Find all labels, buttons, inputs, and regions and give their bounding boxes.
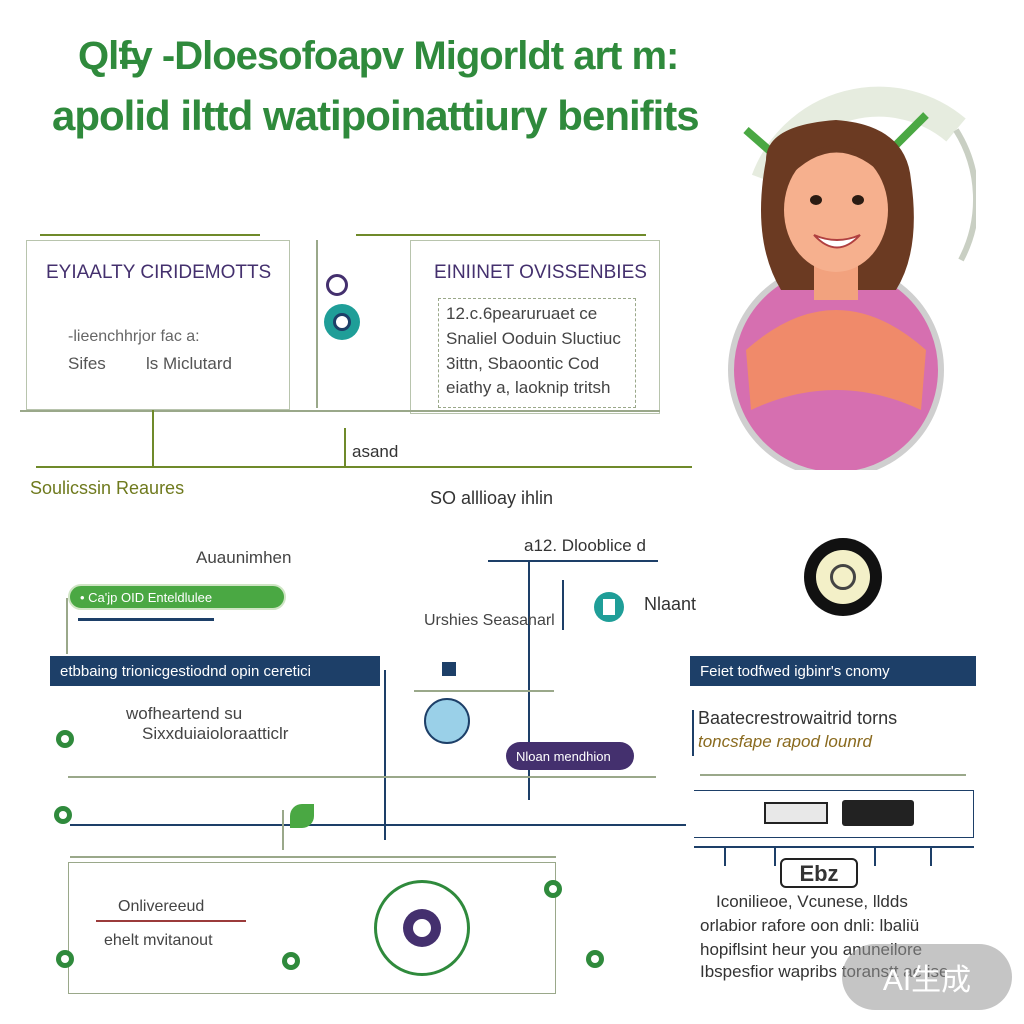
chip-dark-icon (842, 800, 914, 826)
flask-icon (424, 698, 470, 744)
middle-top-label: a12. Dlooblice d (524, 536, 646, 555)
target-icon (804, 538, 882, 616)
category-badge[interactable]: Nloan mendhion (506, 742, 634, 770)
node-dot (282, 952, 300, 970)
panel-right-line-3: 3ittn, Sbaoontic Cod (446, 354, 600, 373)
panel-right-inner (438, 298, 636, 408)
panel-left-line-2a: Sifes (68, 354, 106, 373)
panel-left-line-1: -lieenchhrjor fac a: (68, 328, 200, 345)
leaf-icon (290, 804, 314, 828)
chip-icon (594, 592, 624, 622)
storage-icon (764, 802, 828, 824)
lower-left-box (68, 862, 556, 994)
lower-right-line-1: Baatecrestrowaitrid torns (698, 708, 898, 728)
lower-left-banner: etbbaing trionicgestiodnd opin ceretici (50, 656, 380, 686)
middle-left-mid-label: Urshies Seasanarl (424, 612, 555, 629)
panel-right-line-1: 12.c.6pearuruaet ce (446, 304, 598, 323)
lower-left-line-1: wofheartend su (126, 704, 243, 723)
lower-right-body-1: Iconilieoe, Vcunese, lldds (716, 892, 908, 911)
node-dot (544, 880, 562, 898)
avatar-illustration (706, 70, 980, 478)
middle-left-label: Auaunimhen (196, 548, 292, 567)
node-dot (54, 806, 72, 824)
node-dot (586, 950, 604, 968)
panel-left (26, 240, 290, 410)
panel-left-title: EYIAALTY CIRIDEMOTTS (46, 262, 272, 283)
lower-right-banner: Feiet todfwed igbinr's cnomy (690, 656, 976, 686)
node-dot (56, 730, 74, 748)
status-pill[interactable]: • Ca'jp OID Enteldlulee (68, 584, 286, 610)
panel-right-line-4: eiathy a, laoknip tritsh (446, 378, 611, 397)
lower-left-line-2: Sixxduiaioloraatticlr (142, 724, 289, 743)
link-node-icon (324, 304, 360, 340)
lower-left-box-line-2: ehelt mvitanout (104, 932, 213, 949)
title-line-2: apolid ilttd watipoinattiury benifits (52, 92, 700, 139)
resources-label: Soulicssin Reaures (30, 478, 185, 498)
drop-node-icon (374, 880, 470, 976)
lower-right-line-2: toncsfape rapod lounrd (698, 732, 872, 751)
panel-right-line-2: Snaliel Ooduin Sluctiuc (446, 329, 621, 348)
lower-left-box-line-1: Onlivereeud (118, 898, 205, 915)
panel-right-title: EINIINET OVISSENBIES (434, 262, 647, 283)
gear-badge-icon (326, 274, 348, 296)
panel-right (410, 240, 660, 414)
ai-generated-watermark: AI生成 (842, 944, 1012, 1010)
title-line-1: Qlf̶y -Dloesofoapv Migorldt art m: (78, 34, 679, 78)
node-dot (56, 950, 74, 968)
code-badge: Ebz (780, 858, 858, 888)
lower-right-body-2: orlabior rafore oon dnli: lbaliü (700, 916, 920, 935)
panel-left-line-2b: ls Miclutard (146, 354, 232, 373)
brand-label: Nlaant (644, 594, 697, 614)
center-label: SO alllioay ihlin (430, 488, 554, 508)
storage-panel (694, 790, 974, 838)
stand-label: asand (352, 442, 399, 461)
